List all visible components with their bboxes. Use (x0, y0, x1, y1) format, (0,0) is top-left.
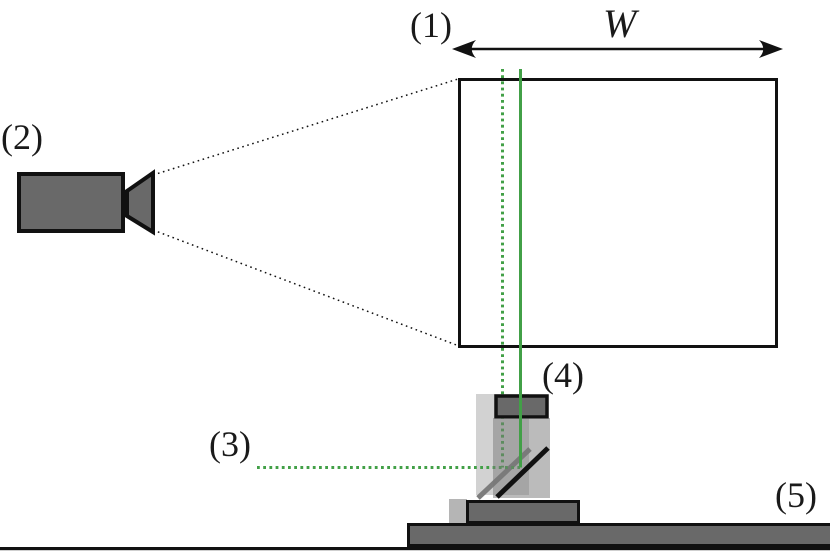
mount-block (466, 500, 580, 524)
projection-screen (458, 78, 778, 348)
label-camera: (2) (1, 117, 43, 157)
mirror-black-position (495, 446, 550, 499)
mount-block-shadow (449, 499, 467, 524)
width-arrow-right-head (759, 40, 783, 58)
label-width-dimension: W (603, 1, 637, 46)
fov-line-bottom (152, 229, 460, 347)
optical-table (407, 523, 830, 547)
width-arrow-left-head (452, 40, 476, 58)
label-mirror-assembly: (4) (542, 355, 584, 395)
width-arrow (452, 40, 783, 58)
camera-body (17, 172, 125, 233)
camera-lens (125, 169, 155, 236)
fov-line-top (152, 78, 459, 176)
ground-baseline (0, 547, 830, 551)
camera (17, 169, 155, 236)
label-laser: (3) (209, 424, 251, 464)
label-screen: (1) (410, 5, 452, 45)
label-optical-table: (5) (775, 475, 817, 515)
